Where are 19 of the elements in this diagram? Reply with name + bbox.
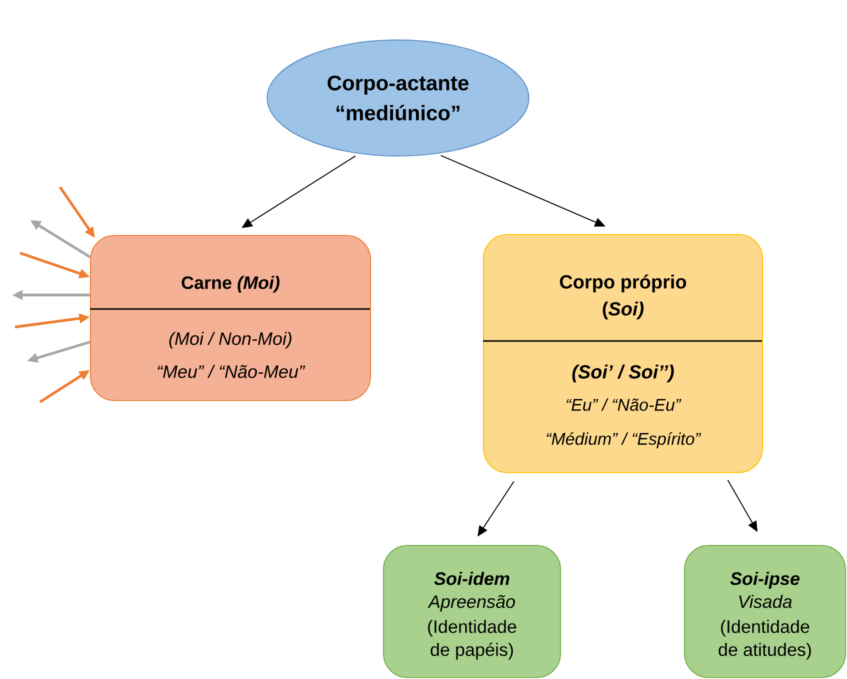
oval-text: Corpo-actante “mediúnico” (328, 76, 468, 120)
box-text: Apreensão (428, 594, 515, 612)
process-box (383, 545, 561, 678)
box-text: (Soi’ / Soi’’) (572, 364, 674, 382)
box-text: (Identidade de papéis) (428, 620, 516, 660)
process-box (483, 234, 763, 473)
oval-node (266, 40, 530, 156)
box-text: Visada (739, 594, 792, 608)
box-text: (Identidade de atitudes) (718, 620, 811, 660)
box-text: “Médium” / “Espírito” (546, 432, 702, 448)
process-box (90, 235, 371, 401)
box-text: “Meu” / “Não-Meu” (158, 364, 306, 378)
box-text: (Moi / Non-Moi) (169, 332, 292, 349)
box-text: “Eu” / “Não-Eu” (566, 398, 682, 411)
box-heading: Soi-idem (434, 572, 510, 586)
process-box (684, 545, 846, 678)
box-heading: Soi-ipse (730, 572, 800, 589)
box-heading: Carne (Moi) (182, 276, 280, 293)
box-heading: Corpo próprio (Soi) (560, 274, 686, 320)
